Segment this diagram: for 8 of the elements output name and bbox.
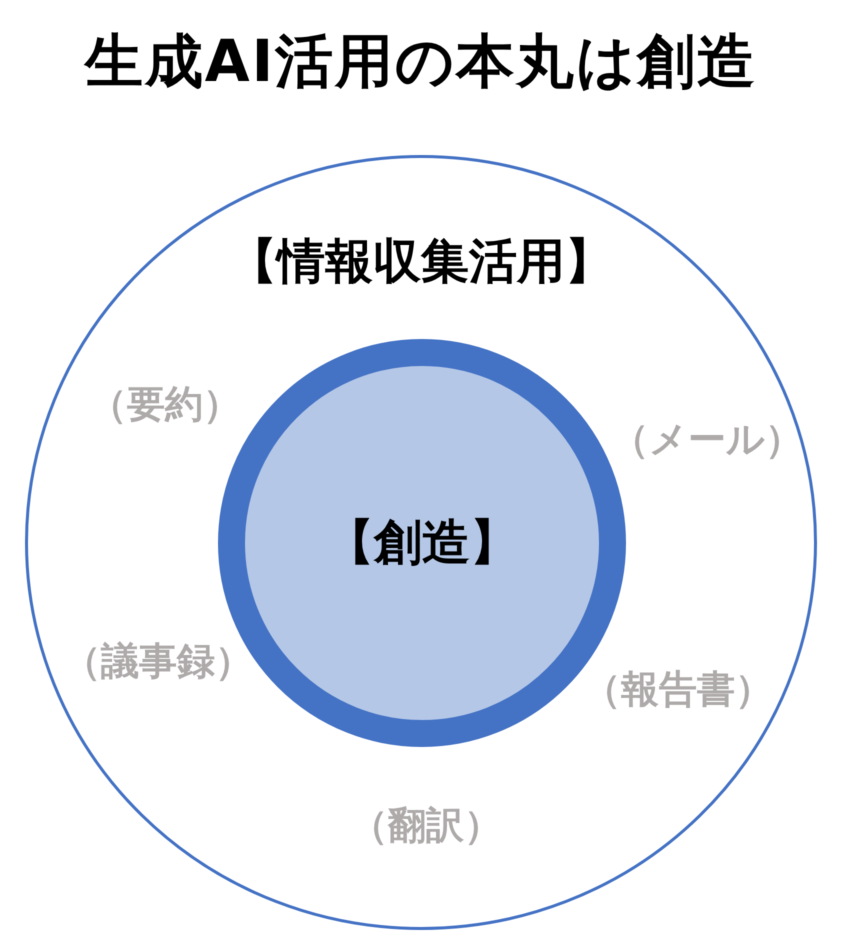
circle-heading: 【情報収集活用】 [229,236,613,288]
title: 生成AI活用の本丸は創造 [84,30,758,94]
category-label: （翻訳） [350,805,502,847]
category-label: （メール） [611,419,803,461]
center-label: 【創造】 [326,516,518,570]
category-label: （報告書） [583,669,773,711]
category-label: （議事録） [63,641,253,683]
category-label: （要約） [89,384,241,426]
